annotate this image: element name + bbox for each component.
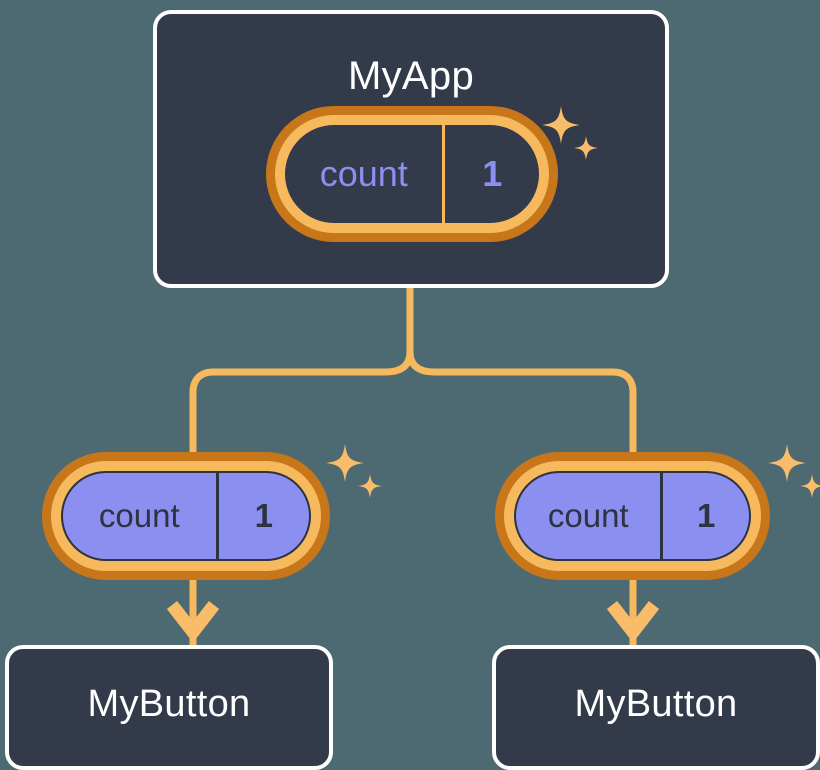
state-value-label: 1: [442, 125, 539, 223]
state-value-label: 1: [660, 473, 749, 559]
state-pill-ring-inner: count 1: [51, 461, 321, 571]
component-box-mybutton-left[interactable]: MyButton: [5, 645, 333, 770]
state-key-label: count: [98, 497, 180, 534]
component-title-myapp: MyApp: [348, 54, 474, 98]
state-pill-body: count 1: [514, 471, 751, 561]
state-pill-body: count 1: [61, 471, 311, 561]
connector-branch-right: [406, 351, 637, 452]
state-pill-right[interactable]: count 1: [495, 452, 770, 580]
state-pill-body: count 1: [285, 125, 539, 223]
component-title-mybutton-left: MyButton: [87, 683, 251, 725]
state-value-label: 1: [215, 473, 309, 559]
component-box-mybutton-right[interactable]: MyButton: [492, 645, 820, 770]
arrowhead-right: [606, 601, 660, 643]
state-pill-ring-inner: count 1: [504, 461, 761, 571]
state-pill-left[interactable]: count 1: [42, 452, 330, 580]
state-pill-myapp[interactable]: count 1: [266, 106, 558, 242]
connector-branch-left: [189, 351, 414, 452]
arrowhead-left: [166, 601, 220, 643]
component-title-mybutton-right: MyButton: [574, 683, 738, 725]
state-pill-ring-inner: count 1: [275, 115, 549, 233]
state-key-label: count: [547, 497, 629, 534]
state-key-label: count: [319, 153, 408, 194]
